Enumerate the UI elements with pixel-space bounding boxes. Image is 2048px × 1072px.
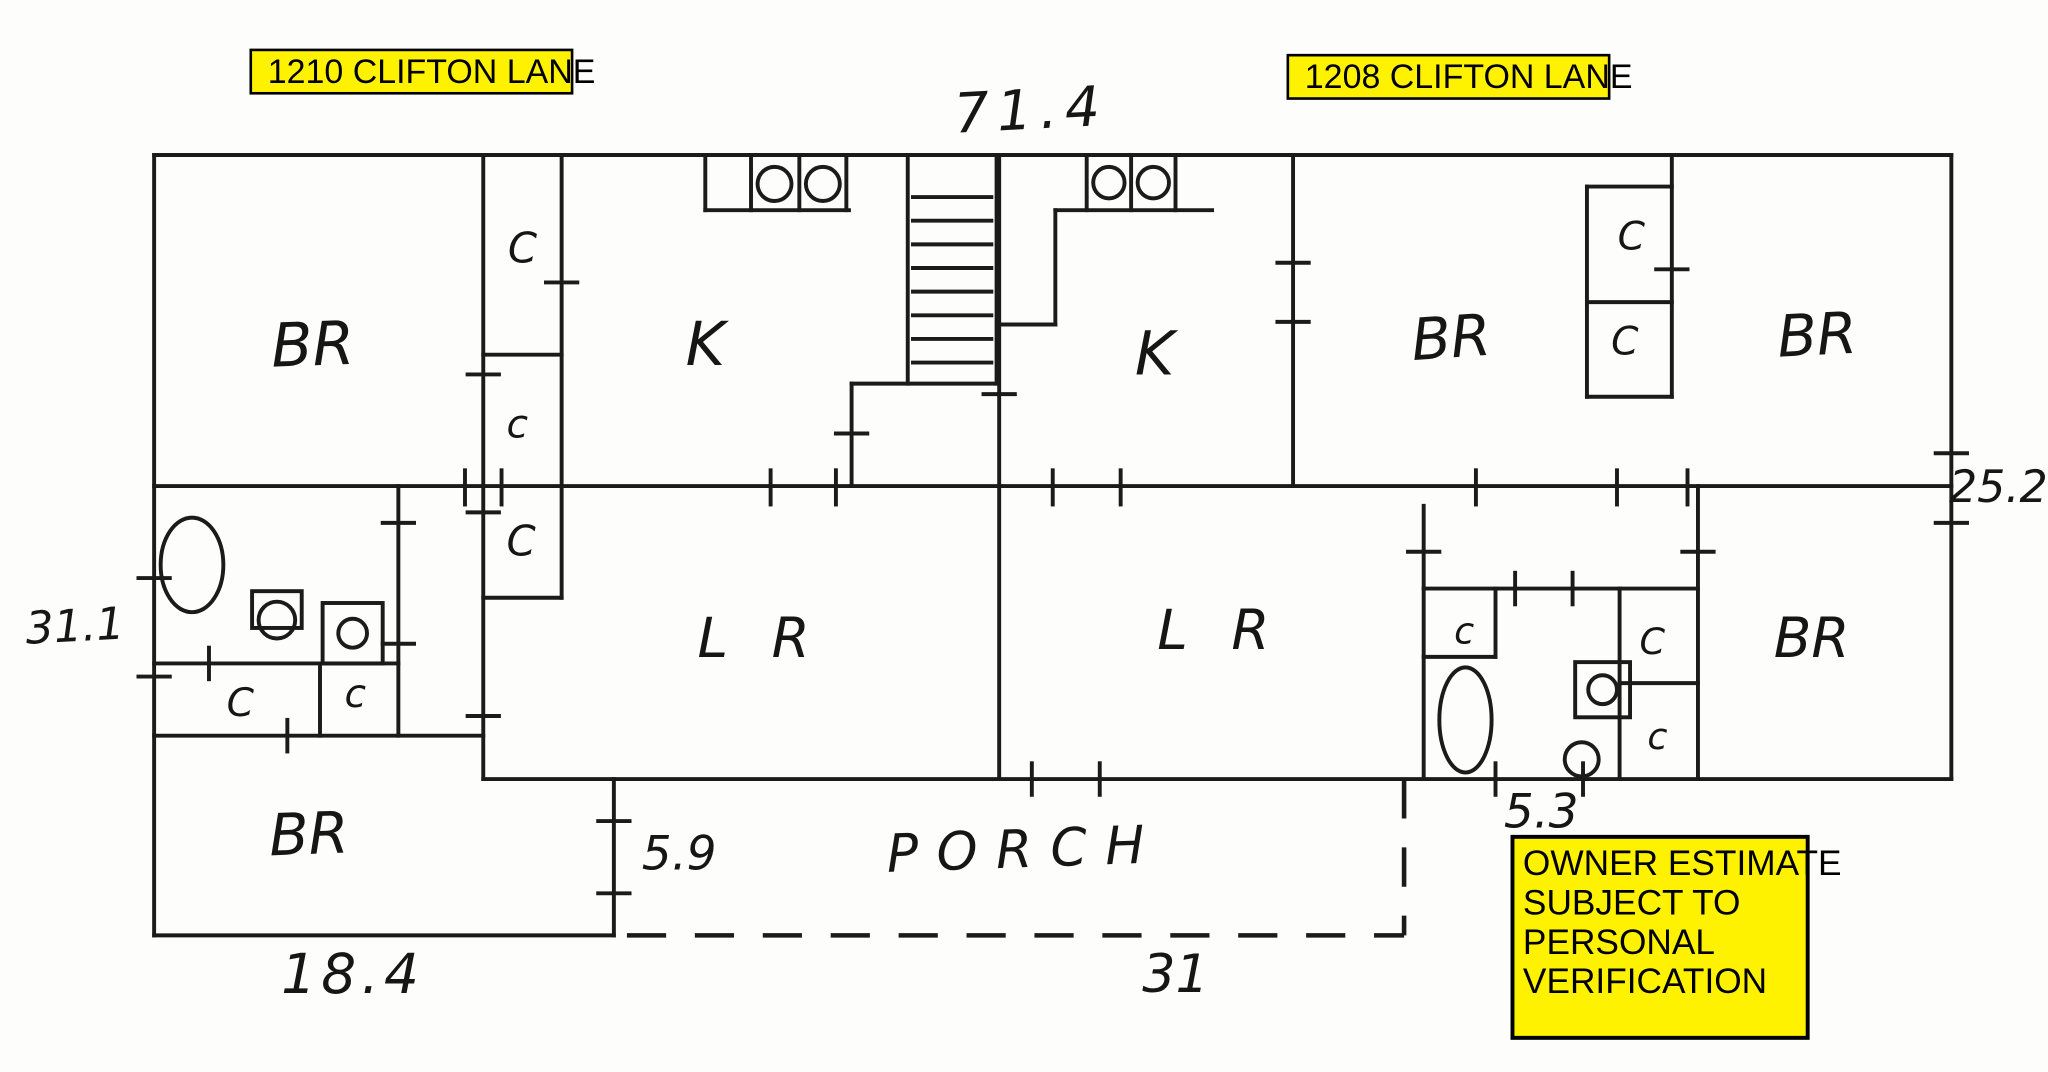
closet-label-1210-hall-mid: c	[506, 402, 528, 447]
dimension-bottom-left: 18.4	[281, 942, 424, 1006]
tick-marks	[136, 260, 1969, 896]
closet-label-1208-hall-lower: C	[1611, 320, 1639, 365]
owner-estimate-box: OWNER ESTIMATE SUBJECT TO PERSONAL VERIF…	[1510, 834, 1842, 1040]
address-label-1208-text: 1208 CLIFTON LANE	[1305, 58, 1633, 96]
dimension-top: 71.4	[953, 74, 1110, 146]
stairs-icon	[849, 153, 999, 489]
dimension-porch-inset: 5.9	[642, 827, 717, 882]
closet-label-1208-lower: c	[1647, 715, 1667, 758]
room-label-k-1208: K	[1135, 319, 1179, 389]
room-label-k-1210: K	[686, 310, 730, 380]
closet-label-1208-upper: C	[1639, 620, 1665, 663]
address-label-1210-text: 1210 CLIFTON LANE	[268, 53, 596, 91]
dimension-porch: 31	[1142, 944, 1208, 1005]
dimension-right: 25.2	[1949, 461, 2048, 513]
sink-left-icon	[320, 601, 385, 666]
owner-estimate-line: SUBJECT TO	[1523, 883, 1740, 922]
closet-labels: C c C C c C C c C c	[227, 215, 1668, 758]
room-label-br-1210-lower: BR	[268, 799, 350, 869]
room-label-br-1208-right-lower: BR	[1774, 606, 1850, 670]
address-label-1210: 1210 CLIFTON LANE	[249, 48, 596, 95]
dimension-bath-offset: 5.3	[1504, 785, 1579, 840]
room-label-lr-1210: L R	[698, 606, 823, 670]
washer-dryer-left-icon	[749, 153, 849, 213]
closet-label-1208-bath: c	[1454, 610, 1474, 653]
closet-label-1210-left: C	[227, 681, 255, 726]
room-label-porch: PORCH	[886, 814, 1164, 885]
dimension-left: 31.1	[24, 597, 125, 654]
owner-estimate-line: PERSONAL	[1523, 923, 1715, 962]
dimension-labels: 71.4 25.2 31.1 18.4 31 5.9 5.3	[24, 74, 2048, 1007]
closet-label-1208-hall-upper: C	[1618, 215, 1646, 260]
washer-dryer-right-icon	[1084, 153, 1178, 213]
owner-estimate-line: OWNER ESTIMATE	[1523, 844, 1842, 883]
porch-dashed-outline	[626, 779, 1407, 938]
bathtub-right-icon	[1437, 665, 1494, 775]
room-label-lr-1208: L R	[1157, 598, 1282, 662]
room-label-br-1208-middle: BR	[1409, 302, 1493, 375]
room-label-br-1208-right-upper: BR	[1776, 300, 1859, 371]
owner-estimate-line: VERIFICATION	[1523, 962, 1767, 1001]
room-labels: BR K L R BR K BR BR L R BR PORCH	[268, 300, 1858, 885]
closet-label-1210-hall-lower: C	[507, 517, 537, 566]
address-label-1208: 1208 CLIFTON LANE	[1286, 53, 1633, 100]
closet-label-1210-right: c	[344, 672, 366, 717]
toilet-left-icon	[250, 589, 304, 641]
sink-right-icon	[1573, 660, 1632, 720]
closet-label-1210-hall-upper: C	[508, 224, 538, 273]
room-label-br-1210-upper: BR	[270, 309, 355, 382]
bathtub-left-icon	[158, 515, 226, 615]
